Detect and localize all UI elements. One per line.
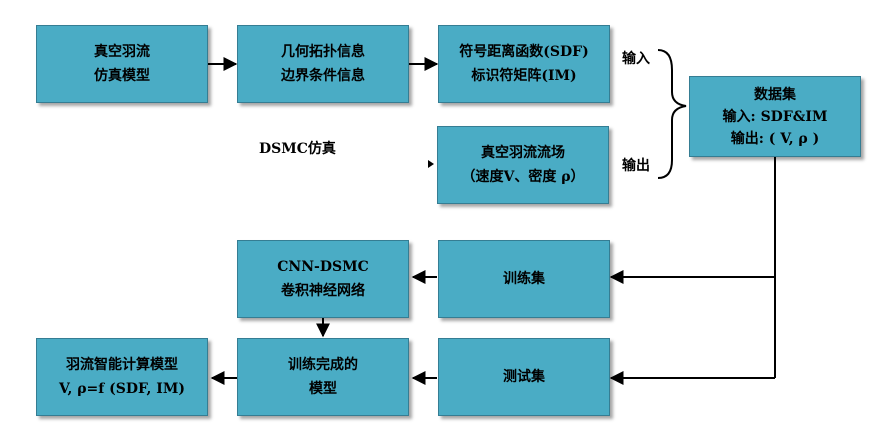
box-line: 几何拓扑信息 [281, 44, 365, 60]
box-line: 真空羽流 [94, 44, 150, 60]
box-line: 训练完成的 [288, 357, 358, 373]
curly-brace [657, 49, 687, 179]
label-input: 输入 [622, 51, 650, 67]
box-line: 边界条件信息 [281, 68, 365, 84]
label-output: 输出 [622, 158, 650, 174]
box-line: 输出: ( V, ρ ) [730, 130, 820, 147]
box-line: 数据集 [754, 86, 796, 103]
box-vacuum-plume-sim-model: 真空羽流 仿真模型 [36, 25, 208, 103]
box-line: （速度V、密度 ρ） [461, 169, 585, 185]
box-line: 仿真模型 [94, 68, 150, 84]
box-line: 测试集 [503, 369, 545, 385]
box-line: 卷积神经网络 [281, 283, 365, 299]
box-line: CNN-DSMC [277, 259, 369, 275]
box-line: 模型 [309, 381, 337, 397]
box-intelligent-model: 羽流智能计算模型 V, ρ=f (SDF, IM) [36, 338, 208, 416]
label-dsmc-sim: DSMC仿真 [259, 141, 336, 157]
box-line: V, ρ=f (SDF, IM) [59, 381, 185, 397]
box-dataset: 数据集 输入: SDF&IM 输出: ( V, ρ ) [689, 76, 861, 157]
box-test-set: 测试集 [438, 338, 610, 416]
box-line: 输入: SDF&IM [722, 108, 828, 125]
box-line: 符号距离函数(SDF) [459, 44, 589, 60]
box-line: 标识符矩阵(IM) [471, 68, 577, 84]
box-sdf-im: 符号距离函数(SDF) 标识符矩阵(IM) [438, 25, 610, 103]
box-trained-model: 训练完成的 模型 [237, 338, 409, 416]
box-cnn-dsmc: CNN-DSMC 卷积神经网络 [237, 240, 409, 318]
arrow-into-flowfield [428, 160, 434, 168]
box-training-set: 训练集 [438, 240, 610, 318]
box-line: 真空羽流流场 [481, 145, 565, 161]
box-line: 羽流智能计算模型 [66, 357, 178, 373]
box-geometry-topology: 几何拓扑信息 边界条件信息 [237, 25, 409, 103]
box-plume-flowfield: 真空羽流流场 （速度V、密度 ρ） [437, 126, 609, 204]
box-line: 训练集 [503, 271, 545, 287]
